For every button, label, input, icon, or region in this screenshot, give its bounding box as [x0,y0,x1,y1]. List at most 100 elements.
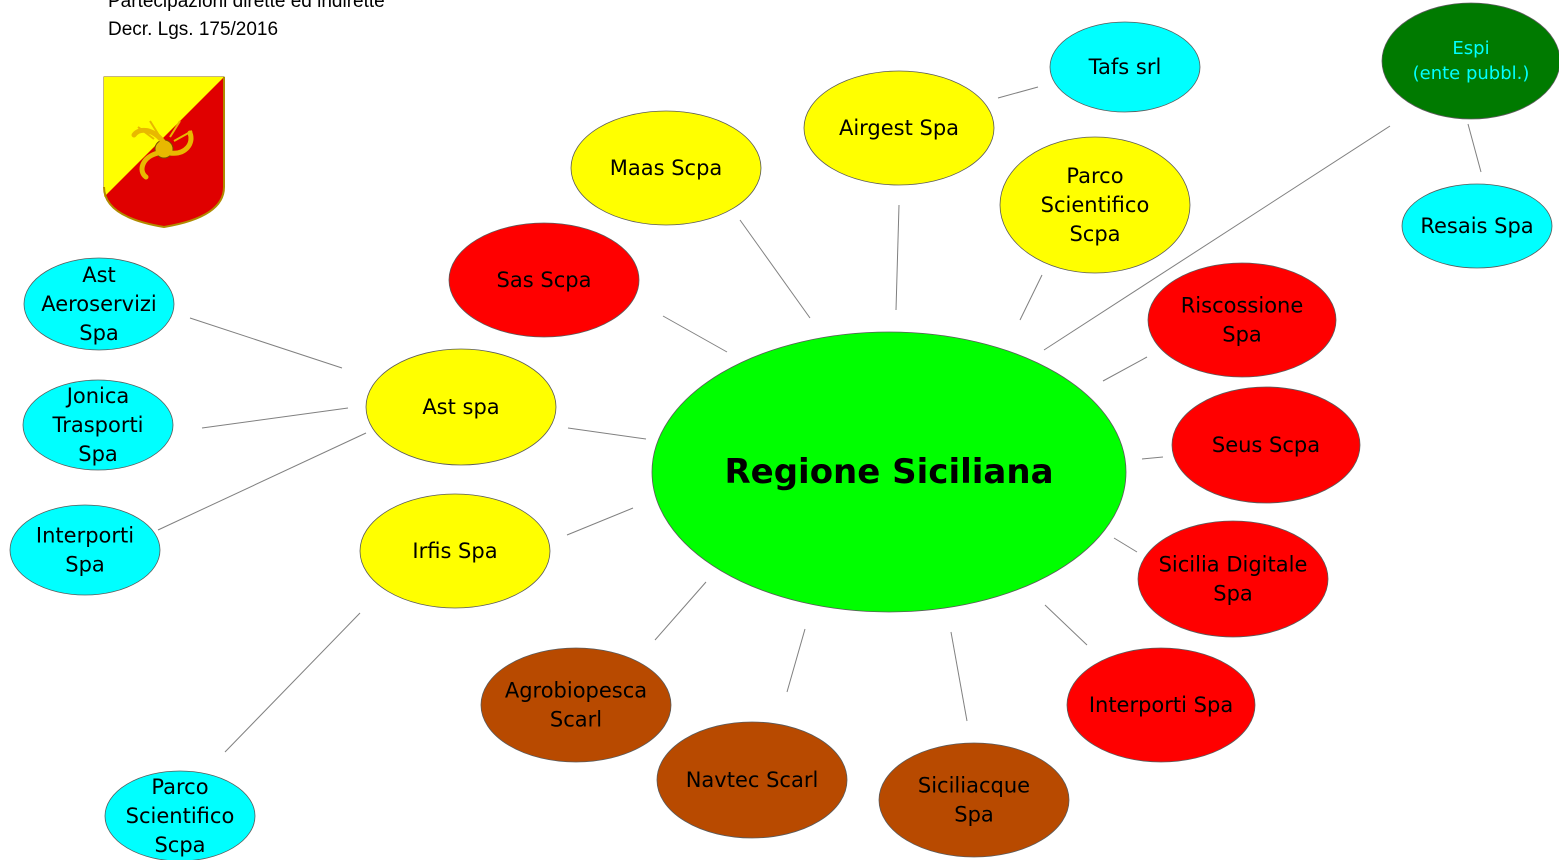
node-maas: Maas Scpa [570,110,762,226]
node-shape-irfis [359,493,551,609]
node-shape-resais [1401,183,1553,269]
node-label-tafs: Tafs srl [1088,55,1162,79]
node-label-interporti-ind: Interporti [36,524,134,548]
node-shape-siciliacque [878,742,1070,858]
node-shape-jonica [22,379,174,471]
node-label-riscossione: Spa [1222,322,1262,346]
node-shape-agrobiopesca [480,647,672,763]
node-label-parco-dir: Scientifico [1041,193,1150,217]
node-shape-sas [448,222,640,338]
node-label-interporti-dir: Interporti Spa [1089,693,1233,717]
node-label-agrobiopesca: Scarl [550,707,602,731]
edge-regione-siciliacque [950,631,968,722]
node-label-espi: (ente pubbl.) [1413,63,1530,84]
node-airgest: Airgest Spa [803,70,995,186]
node-shape-regione [651,331,1127,613]
node-label-regione: Regione Siciliana [724,452,1053,492]
edge-regione-maas [739,219,811,319]
edge-regione-seus [1141,456,1164,460]
edge-regione-riscossione [1102,356,1148,382]
node-regione: Regione Siciliana [651,331,1127,613]
node-label-jonica: Trasporti [51,413,143,437]
nodes-layer: Regione Siciliana Maas Scpa Airgest Spa Taf… [9,2,1559,860]
node-resais: Resais Spa [1401,183,1553,269]
edge-regione-agrobiopesca [654,581,707,641]
node-shape-parco-ind [104,770,256,860]
node-shape-interporti-ind [9,504,161,596]
node-label-riscossione: Riscossione [1181,294,1304,318]
node-label-sicilia-digitale: Sicilia Digitale [1159,553,1308,577]
node-shape-ast-aero [23,257,175,351]
node-label-agrobiopesca: Agrobiopesca [505,679,647,703]
node-shape-maas [570,110,762,226]
node-shape-espi [1381,2,1559,120]
node-ast: Ast spa [365,348,557,466]
edge-regione-navtec [786,628,806,693]
node-label-sicilia-digitale: Spa [1213,581,1253,605]
edge-regione-espi [1043,125,1391,351]
edge-irfis-parco_ind [224,612,361,753]
node-shape-riscossione [1147,262,1337,378]
node-label-parco-dir: Parco [1066,164,1123,188]
node-label-interporti-ind: Spa [65,552,105,576]
node-label-maas: Maas Scpa [610,156,723,180]
node-interporti-dir: Interporti Spa [1066,647,1256,763]
trinacria-icon [131,120,194,180]
node-label-airgest: Airgest Spa [839,116,959,140]
node-label-siciliacque: Spa [954,802,994,826]
header-decree: Decr. Lgs. 175/2016 [108,19,279,40]
node-label-jonica: Jonica [65,384,130,408]
node-shape-ast [365,348,557,466]
edge-regione-airgest [895,204,900,311]
edge-regione-parco_dir [1019,274,1043,321]
node-shape-interporti-dir [1066,647,1256,763]
node-espi: Espi (ente pubbl.) [1381,2,1559,120]
edge-ast-jonica [201,407,349,429]
edge-airgest-tafs [997,86,1039,99]
node-label-parco-ind: Parco [151,775,208,799]
node-label-ast-aero: Spa [79,321,119,345]
node-label-parco-ind: Scpa [154,833,205,857]
node-irfis: Irfis Spa [359,493,551,609]
node-shape-airgest [803,70,995,186]
node-shape-tafs [1049,21,1201,113]
node-label-ast-aero: Aeroservizi [41,292,157,316]
node-seus: Seus Scpa [1171,386,1361,504]
node-label-ast: Ast spa [422,395,499,419]
node-shape-navtec [656,721,848,839]
edge-ast-ast_aero [189,317,343,369]
node-shape-parco-dir [999,136,1191,274]
edge-regione-sas [662,315,728,353]
node-label-espi: Espi [1452,38,1489,59]
node-label-resais: Resais Spa [1420,214,1533,238]
edge-regione-ast [567,427,647,440]
node-label-ast-aero: Ast [82,263,116,287]
edge-regione-sicilia_digitale [1113,537,1138,553]
node-navtec: Navtec Scarl [656,721,848,839]
node-label-irfis: Irfis Spa [412,539,497,563]
edge-regione-irfis [566,507,634,536]
edge-regione-interporti_dir [1044,604,1088,646]
node-shape-seus [1171,386,1361,504]
edge-espi-resais [1467,123,1482,173]
coat-of-arms-logo [103,76,225,229]
node-label-sas: Sas Scpa [497,268,592,292]
edges-layer [157,86,1482,753]
node-label-siciliacque: Siciliacque [918,774,1030,798]
header-title: Partecipazioni dirette ed indirette [108,0,385,12]
node-label-jonica: Spa [78,442,118,466]
node-label-seus: Seus Scpa [1212,433,1320,457]
node-label-parco-dir: Scpa [1069,222,1120,246]
diagram-header: Partecipazioni dirette ed indirette Decr… [108,0,385,44]
node-tafs: Tafs srl [1049,21,1201,113]
